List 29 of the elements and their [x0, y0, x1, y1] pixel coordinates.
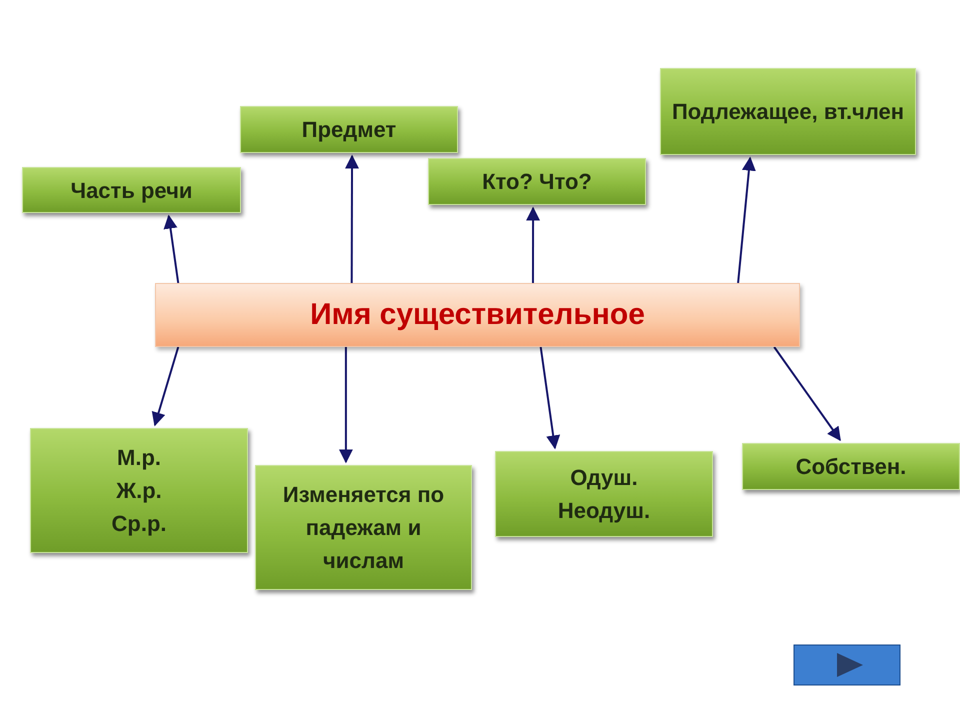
box-text: Неодуш.: [556, 497, 652, 525]
box-text: Кто? Что?: [481, 168, 593, 196]
box-text: Имя существительное: [309, 298, 646, 332]
arrow: [526, 206, 540, 283]
arrow: [164, 214, 180, 284]
box-text: Ср.р.: [110, 510, 168, 538]
box-text: Ж.р.: [115, 477, 163, 505]
process-box: [30, 428, 248, 553]
process-box: [240, 106, 458, 153]
arrow: [345, 154, 360, 283]
process-box: [22, 167, 241, 213]
process-box: [495, 451, 713, 537]
box-text: Подлежащее, вт.член: [670, 98, 906, 126]
arrow: [773, 346, 841, 442]
box-text: Часть речи: [70, 176, 194, 205]
arrow: [737, 156, 756, 284]
title-box: [155, 283, 800, 347]
arrow: [540, 346, 560, 450]
process-box: [255, 465, 472, 590]
box-text: М.р.: [116, 444, 162, 472]
process-box: [742, 443, 960, 490]
box-text: Изменяется по падежам и числам: [282, 481, 446, 575]
box-text: Предмет: [300, 116, 398, 144]
process-box: [428, 158, 646, 205]
box-text: Одуш.: [569, 464, 639, 492]
arrow: [338, 347, 353, 464]
box-text: Собствен.: [794, 453, 908, 481]
process-box: [660, 68, 916, 155]
arrow: [152, 346, 180, 426]
